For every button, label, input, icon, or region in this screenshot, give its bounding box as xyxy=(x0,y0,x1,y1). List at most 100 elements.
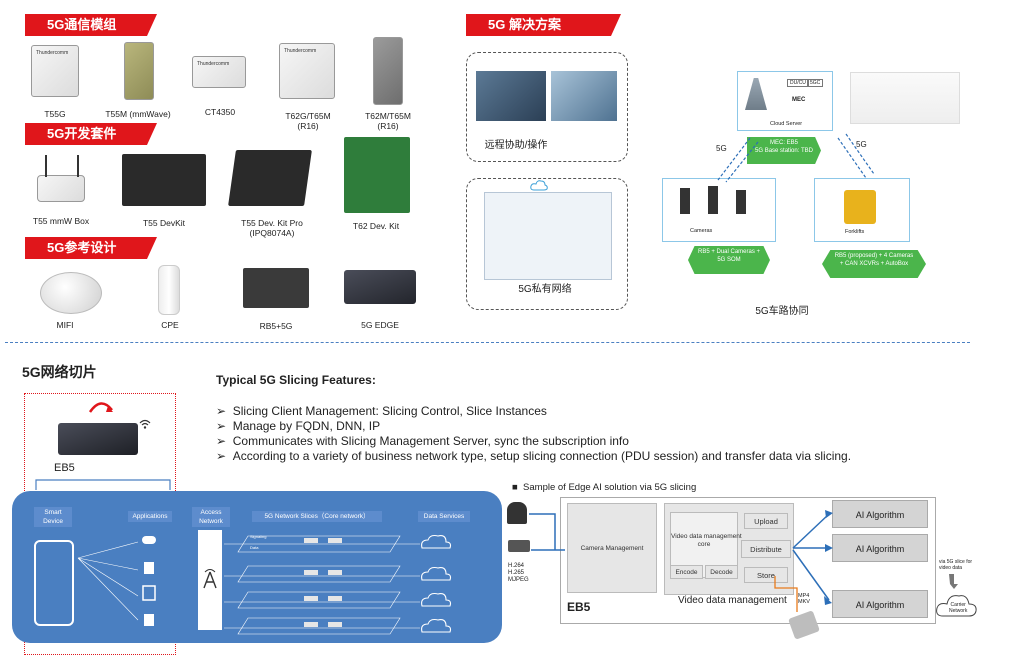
cpe-image xyxy=(158,265,180,315)
distribute-box: Distribute xyxy=(741,540,791,558)
eb5-device-image xyxy=(58,423,138,455)
ptz-camera-icon xyxy=(507,502,527,524)
link-5g-label: 5G xyxy=(856,140,867,149)
module-caption: T62G/T65M (R16) xyxy=(285,111,331,131)
du-cu-label: DU/CU xyxy=(787,79,809,87)
eb5-label: EB5 xyxy=(54,462,75,474)
down-arrow-icon xyxy=(949,574,958,589)
eb5-caption: EB5 xyxy=(567,600,591,614)
edge-box-image xyxy=(344,270,416,304)
vdm-label: Video data management xyxy=(678,595,787,606)
wifi-icon xyxy=(139,419,151,429)
devkit-mmw-box-image xyxy=(37,175,85,202)
col-network-slices: 5G Network Slices（Core network） xyxy=(252,511,382,522)
forklift-icon xyxy=(844,190,876,224)
devkit-caption: T62 Dev. Kit xyxy=(352,221,400,231)
module-caption: T55M (mmWave) xyxy=(105,109,171,119)
refdesign-caption: 5G EDGE xyxy=(361,320,399,330)
col-applications: Applications xyxy=(128,511,172,522)
app-icons xyxy=(142,536,156,626)
cloud-server-label: Cloud Server xyxy=(770,121,803,127)
edge-ai-title: ■ Sample of Edge AI solution via 5G slic… xyxy=(512,482,697,493)
cloud-icon xyxy=(530,180,548,191)
eb5-bracket xyxy=(35,479,171,490)
module-ct4350-image: Thundercomm xyxy=(192,56,246,88)
devkit-t62-image xyxy=(344,137,410,213)
camera-icon xyxy=(708,186,718,214)
antenna-tower-icon xyxy=(203,569,217,589)
carrier-network-label: Carrier Network xyxy=(949,602,968,614)
slice-signaling-label: Signaling xyxy=(250,534,267,539)
module-t62m-image xyxy=(373,37,403,105)
module-t55g-image: Thundercomm xyxy=(31,45,79,97)
slicing-bullet: ➢ Communicates with Slicing Management S… xyxy=(216,434,629,448)
col-data-services: Data Services xyxy=(418,511,470,522)
devkit-caption: T55 Dev. Kit Pro (IPQ8074A) xyxy=(241,218,303,238)
refdesign-section-tab: 5G参考设计 xyxy=(25,237,157,259)
solutions-section-tab: 5G 解决方案 xyxy=(466,14,621,36)
refdesign-caption: MIFI xyxy=(56,320,74,330)
remote-assist-caption: 远程协助/操作 xyxy=(484,140,548,151)
decode-box: Decode xyxy=(705,565,738,579)
slicing-bullet: ➢ According to a variety of business net… xyxy=(216,449,852,463)
remote-assist-panel xyxy=(466,52,628,162)
devkit-t55-pro-image xyxy=(228,150,312,206)
forklift-green-label: RB5 (proposed) + 4 Cameras + CAN XCVRs +… xyxy=(822,250,926,278)
link-5g-label: 5G xyxy=(716,144,727,153)
eb5-frame xyxy=(560,497,936,624)
module-caption: T55G xyxy=(44,109,66,119)
access-tower-box xyxy=(198,530,222,630)
private-network-panel xyxy=(466,178,628,310)
edge-ai-arrows xyxy=(529,510,833,612)
slicing-heading: Typical 5G Slicing Features: xyxy=(216,373,376,387)
slicing-title: 5G网络切片 xyxy=(22,364,97,380)
camera-management-box: Camera Management xyxy=(567,503,657,593)
carrier-cloud-icon xyxy=(936,595,977,617)
upload-box: Upload xyxy=(744,513,788,529)
smart-device-phone xyxy=(34,540,74,626)
refdesign-caption: RB5+5G xyxy=(259,321,293,331)
v2x-caption: 5G车路协同 xyxy=(755,306,809,317)
forklifts-label: Forklifts xyxy=(845,229,865,235)
rb5-5g-image xyxy=(243,268,309,308)
sgc-label: 5GC xyxy=(807,79,824,87)
private-network-caption: 5G私有网络 xyxy=(518,284,572,295)
module-t62g-image: Thundercomm xyxy=(279,43,335,99)
floorplan-image xyxy=(484,192,612,280)
module-caption: T62M/T65M (R16) xyxy=(365,111,411,131)
cameras-label: Cameras xyxy=(690,228,713,234)
module-t55m-image xyxy=(124,42,154,100)
mec-green-label: MEC: EB5 5G Base station: TBD xyxy=(747,137,821,164)
encode-box: Encode xyxy=(670,565,703,579)
remote-assist-photo-2 xyxy=(551,71,617,121)
camera-icon xyxy=(680,188,690,214)
devkit-caption: T55 mmW Box xyxy=(32,216,90,226)
cameras-green-label: RB5 + Dual Cameras + 5G SOM xyxy=(688,246,770,274)
slice-note: via 5G slice for video data xyxy=(939,559,973,571)
slicing-bullet: ➢ Manage by FQDN, DNN, IP xyxy=(216,419,381,433)
slicing-bullet: ➢ Slicing Client Management: Slicing Con… xyxy=(216,404,547,418)
devkit-caption: T55 DevKit xyxy=(142,218,186,228)
bullet-camera-icon xyxy=(508,540,530,552)
codec-label: H.264 H.265 MJPEG xyxy=(508,563,529,583)
ai-algorithm-box: AI Algorithm xyxy=(832,500,928,528)
remote-assist-photo-1 xyxy=(476,71,546,121)
devkits-section-tab: 5G开发套件 xyxy=(25,123,157,145)
slice-rows xyxy=(77,534,452,635)
v2x-link-lines xyxy=(717,133,875,183)
module-caption: CT4350 xyxy=(204,107,236,117)
camera-icon xyxy=(736,190,746,214)
modules-section-tab: 5G通信模组 xyxy=(25,14,157,36)
slice-data-label: Data xyxy=(250,545,259,550)
ai-algorithm-box: AI Algorithm xyxy=(832,534,928,562)
mec-label: MEC xyxy=(792,97,806,103)
mp4-label: MP4 MKV xyxy=(798,593,810,605)
section-divider xyxy=(5,342,970,343)
antenna-icon xyxy=(45,155,79,177)
refresh-arrow-icon xyxy=(88,402,113,413)
slicing-bullets: ➢ Slicing Client Management: Slicing Con… xyxy=(216,404,851,464)
ai-algorithm-box: AI Algorithm xyxy=(832,590,928,618)
col-access-network: Access Network xyxy=(192,507,230,527)
store-box: Store xyxy=(744,567,788,583)
devkit-t55-image xyxy=(122,154,206,206)
